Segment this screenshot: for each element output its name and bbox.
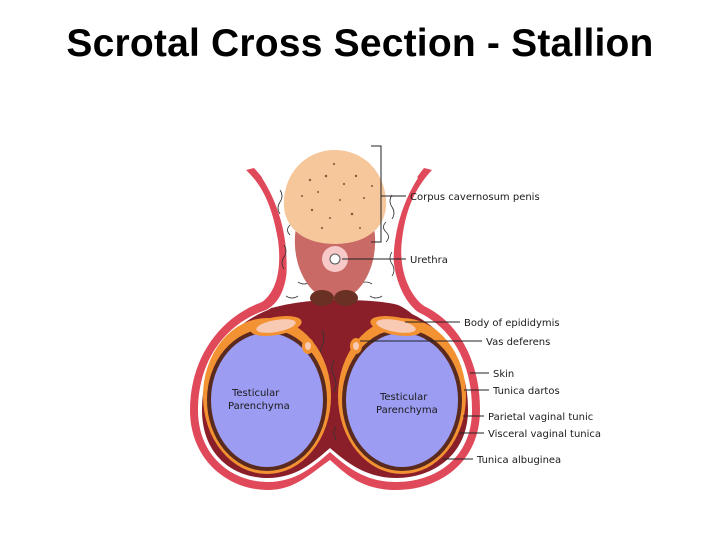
leader-lines (342, 195, 489, 460)
page-title: Scrotal Cross Section - Stallion (66, 22, 654, 65)
urethra-lumen (329, 253, 341, 265)
label-body-of-epididymis: Body of epididymis (464, 318, 560, 329)
label-corpus-cavernosum: Corpus cavernosum penis (410, 192, 540, 203)
left-vas-deferens (302, 338, 314, 354)
right-testicular-parenchyma (346, 333, 458, 467)
penis-base-left (310, 290, 334, 306)
left-testis-label-line2: Parenchyma (228, 401, 290, 412)
label-urethra: Urethra (410, 255, 448, 266)
corpus-speckles (301, 162, 373, 230)
left-epididymis (250, 316, 302, 336)
penis-base-right (334, 290, 358, 306)
right-testis-label-line1: Testicular (379, 392, 428, 403)
right-epididymis (370, 316, 422, 336)
right-vas-deferens (350, 338, 362, 354)
label-tunica-albuginea: Tunica albuginea (476, 455, 561, 466)
left-testicular-parenchyma (211, 333, 323, 467)
label-skin: Skin (493, 369, 514, 380)
corpus-bracket (371, 145, 382, 243)
label-parietal-vaginal-tunic: Parietal vaginal tunic (488, 412, 593, 423)
corpus-cavernosum (283, 150, 387, 244)
label-tunica-dartos: Tunica dartos (492, 386, 560, 397)
left-testis-label-line1: Testicular (231, 388, 280, 399)
right-testis-label-line2: Parenchyma (376, 405, 438, 416)
label-vas-deferens: Vas deferens (486, 337, 550, 348)
label-visceral-vaginal-tunica: Visceral vaginal tunica (488, 429, 601, 440)
